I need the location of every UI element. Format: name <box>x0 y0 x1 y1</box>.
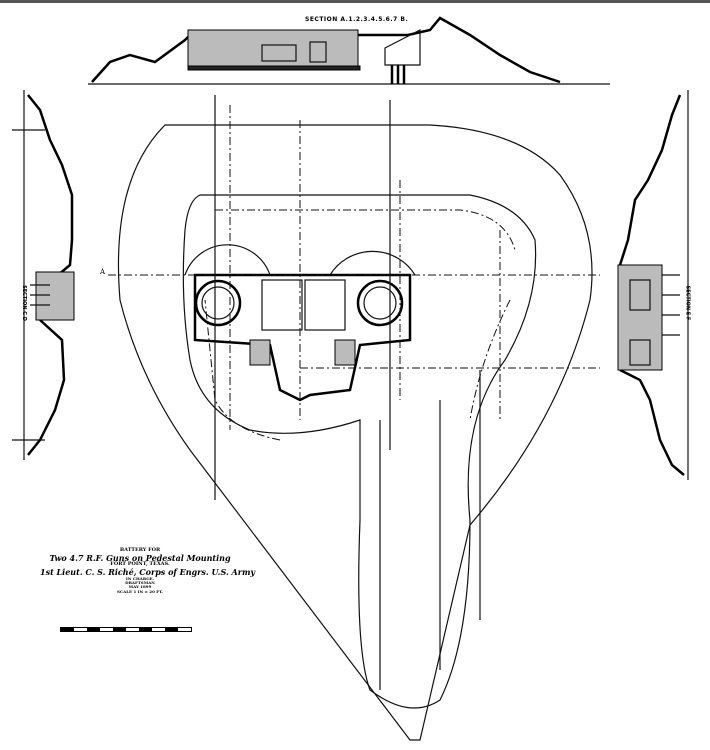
section-title: SECTION A.1.2.3.4.5.6.7 B. <box>305 16 409 23</box>
top-section-profile <box>88 16 610 85</box>
title-block: BATTERY FOR Two 4.7 R.F. Guns on Pedesta… <box>40 547 256 594</box>
section-marker-a: A <box>100 268 106 276</box>
right-section-profile <box>617 90 689 480</box>
title-line-1: BATTERY FOR <box>119 547 161 553</box>
section-lines <box>108 95 600 500</box>
title-line-7: MAY 1899 <box>128 584 152 590</box>
title-line-3: FORT POINT, TEXAS. <box>110 561 170 568</box>
scale-bar <box>60 627 192 632</box>
title-line-6: DRAFTSMAN <box>125 579 155 585</box>
title-line-5: IN CHARGE. <box>125 575 155 581</box>
title-line-2: Two 4.7 R.F. Guns on Pedestal Mounting <box>49 552 231 563</box>
left-section-label: SECTION C D <box>20 285 27 321</box>
gun-emplacements <box>184 244 416 402</box>
title-line-8: SCALE 1 IN = 20 FT. <box>117 588 163 594</box>
plan-outline <box>117 124 593 741</box>
right-section-label: SECTION E F <box>684 285 691 321</box>
window-top-border <box>0 0 710 3</box>
left-section-profile <box>12 90 75 460</box>
title-line-4: 1st Lieut. C. S. Riché, Corps of Engrs. … <box>40 566 256 577</box>
